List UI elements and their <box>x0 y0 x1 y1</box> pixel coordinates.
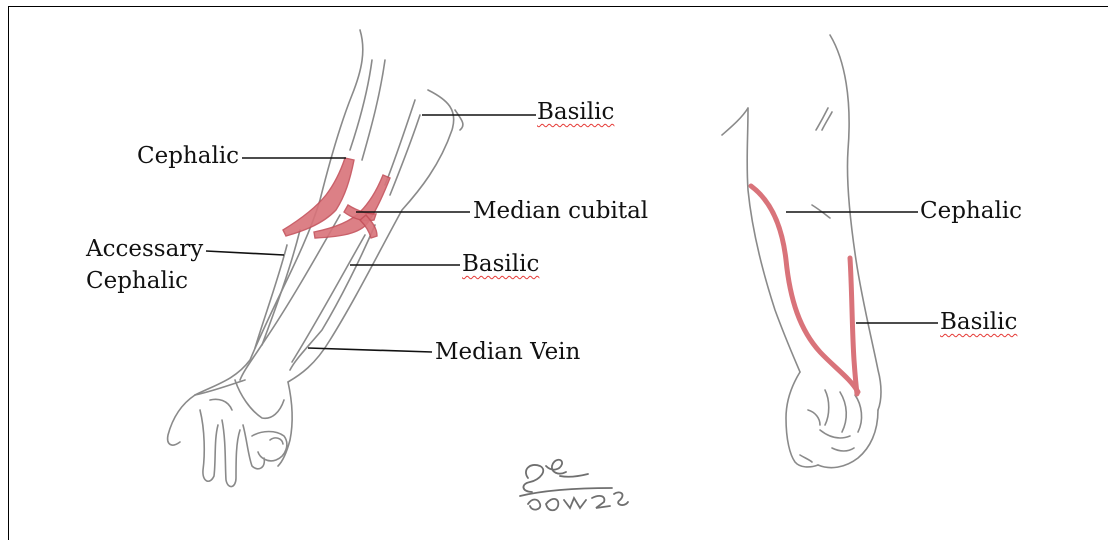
label-cephalic-right: Cephalic <box>920 198 1022 226</box>
label-median-vein: Median Vein <box>435 339 580 367</box>
left-arm-veins <box>283 158 390 238</box>
right-arm-veins <box>751 186 858 394</box>
label-basilic-right: Basilic <box>940 309 1017 337</box>
label-accessary-cephalic: Cephalic <box>86 268 188 296</box>
label-basilic-top: Basilic <box>537 99 614 127</box>
right-arm-sketch <box>722 35 881 468</box>
label-basilic-mid: Basilic <box>462 251 539 279</box>
signature-mark <box>520 460 628 511</box>
left-arm-sketch <box>168 30 463 487</box>
label-median-cubital: Median cubital <box>473 198 648 226</box>
label-accessary: Accessary <box>86 236 203 264</box>
label-cephalic-left: Cephalic <box>137 143 239 171</box>
